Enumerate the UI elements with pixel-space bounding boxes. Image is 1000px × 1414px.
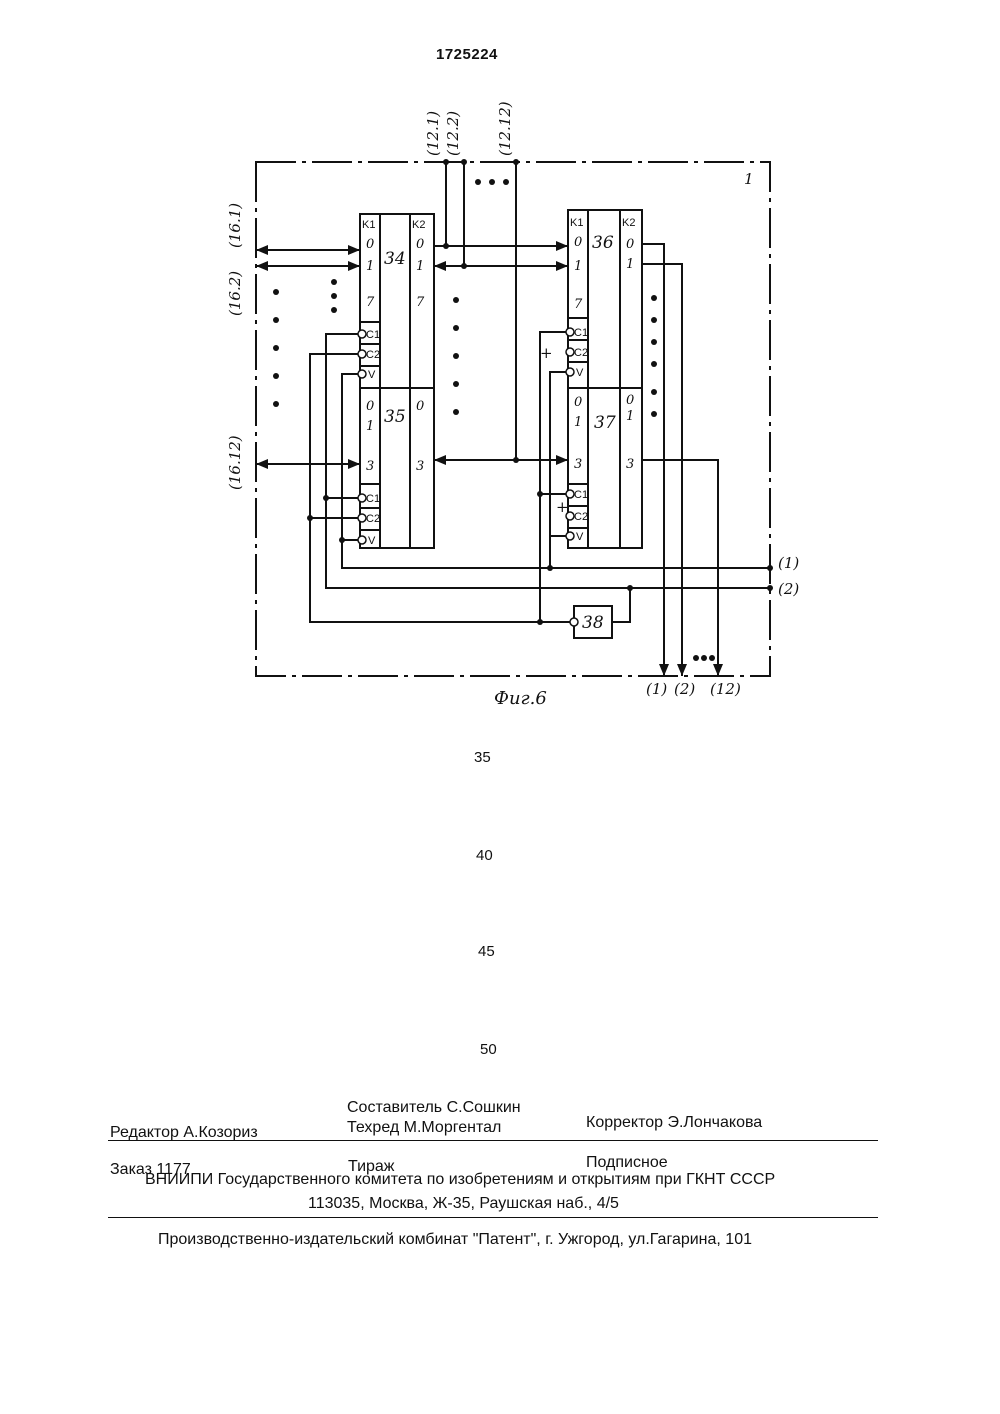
bus-16-12-label: (16.12) bbox=[226, 435, 244, 490]
pin-c1-37: C1 bbox=[574, 489, 588, 501]
pin-c1-36: C1 bbox=[574, 327, 588, 339]
corrector: Корректор Э.Лончакова bbox=[586, 1114, 762, 1132]
plus-sign-36: + bbox=[540, 344, 553, 362]
input-2-label: (2) bbox=[778, 580, 799, 598]
pin-k1-34: K1 bbox=[362, 219, 375, 231]
pin-1-34: 1 bbox=[366, 259, 374, 274]
publisher-org: ВНИИПИ Государственного комитета по изоб… bbox=[145, 1171, 775, 1189]
unit-38-label: 38 bbox=[582, 613, 604, 633]
pin-1-36: 1 bbox=[574, 259, 582, 274]
bus-16-1-label: (16.1) bbox=[226, 203, 244, 248]
line-number-35: 35 bbox=[474, 749, 491, 766]
bus-16-2-label: (16.2) bbox=[226, 271, 244, 316]
pin-v-34: V bbox=[368, 369, 376, 381]
pin-c1-35: C1 bbox=[366, 493, 380, 505]
line-number-50: 50 bbox=[480, 1041, 497, 1058]
block-label: 1 bbox=[744, 170, 754, 188]
bus-12-12-label: (12.12) bbox=[496, 101, 514, 156]
pin-1-37: 1 bbox=[574, 415, 582, 430]
printing-plant: Производственно-издательский комбинат "П… bbox=[158, 1231, 752, 1249]
circuit-diagram: 1 (12.1) (12.2) (12.12) (16.1) (16.2) (1… bbox=[0, 0, 1000, 740]
rule-top bbox=[108, 1140, 878, 1141]
pin-1-36r: 1 bbox=[626, 257, 634, 272]
bus-12-2-label: (12.2) bbox=[444, 111, 462, 156]
pin-v-36: V bbox=[576, 367, 584, 379]
pin-v-37: V bbox=[576, 531, 584, 543]
line-number-40: 40 bbox=[476, 847, 493, 864]
figure-caption: Фиг.6 bbox=[494, 688, 547, 709]
pin-c1-34: C1 bbox=[366, 329, 380, 341]
composer: Составитель С.Сошкин bbox=[347, 1099, 521, 1117]
publisher-address: 113035, Москва, Ж-35, Раушская наб., 4/5 bbox=[308, 1195, 619, 1213]
unit-35-label: 35 bbox=[384, 407, 406, 427]
plus-sign-37: + bbox=[556, 498, 569, 516]
techred: Техред М.Моргентал bbox=[347, 1119, 501, 1137]
pin-k1-36: K1 bbox=[570, 217, 583, 229]
pin-c2-35: C2 bbox=[366, 513, 380, 525]
pin-3-37: 3 bbox=[574, 457, 582, 472]
unit-34-label: 34 bbox=[384, 249, 406, 269]
pin-0-34r: 0 bbox=[416, 237, 424, 252]
output-12-label: (12) bbox=[710, 680, 741, 698]
pin-k2-36: K2 bbox=[622, 217, 635, 229]
pin-0-34: 0 bbox=[366, 237, 374, 252]
pin-c2-37: C2 bbox=[574, 511, 588, 523]
pin-1-37r: 1 bbox=[626, 409, 634, 424]
pin-0-37r: 0 bbox=[626, 393, 634, 408]
pin-1-35: 1 bbox=[366, 419, 374, 434]
output-1-label: (1) bbox=[646, 680, 667, 698]
pin-v-35: V bbox=[368, 535, 376, 547]
bus-12-1-label: (12.1) bbox=[424, 111, 442, 156]
pin-7-36: 7 bbox=[574, 297, 583, 312]
line-number-45: 45 bbox=[478, 943, 495, 960]
pin-c2-34: C2 bbox=[366, 349, 380, 361]
pin-0-35: 0 bbox=[366, 399, 374, 414]
pin-3-37r: 3 bbox=[626, 457, 634, 472]
pin-3-35r: 3 bbox=[416, 459, 424, 474]
pin-0-35r: 0 bbox=[416, 399, 424, 414]
input-1-label: (1) bbox=[778, 554, 799, 572]
pin-c2-36: C2 bbox=[574, 347, 588, 359]
pin-3-35: 3 bbox=[366, 459, 374, 474]
frame-border bbox=[256, 162, 770, 676]
pin-7-34r: 7 bbox=[416, 295, 425, 310]
pin-7-34: 7 bbox=[366, 295, 375, 310]
unit-37-label: 37 bbox=[594, 413, 616, 433]
pin-0-37: 0 bbox=[574, 395, 582, 410]
pin-0-36r: 0 bbox=[626, 237, 634, 252]
pin-1-34r: 1 bbox=[416, 259, 424, 274]
pin-k2-34: K2 bbox=[412, 219, 425, 231]
pin-0-36: 0 bbox=[574, 235, 582, 250]
unit-36-label: 36 bbox=[592, 233, 614, 253]
output-2-label: (2) bbox=[674, 680, 695, 698]
subscription: Подписное bbox=[586, 1154, 668, 1172]
rule-bottom bbox=[108, 1217, 878, 1218]
